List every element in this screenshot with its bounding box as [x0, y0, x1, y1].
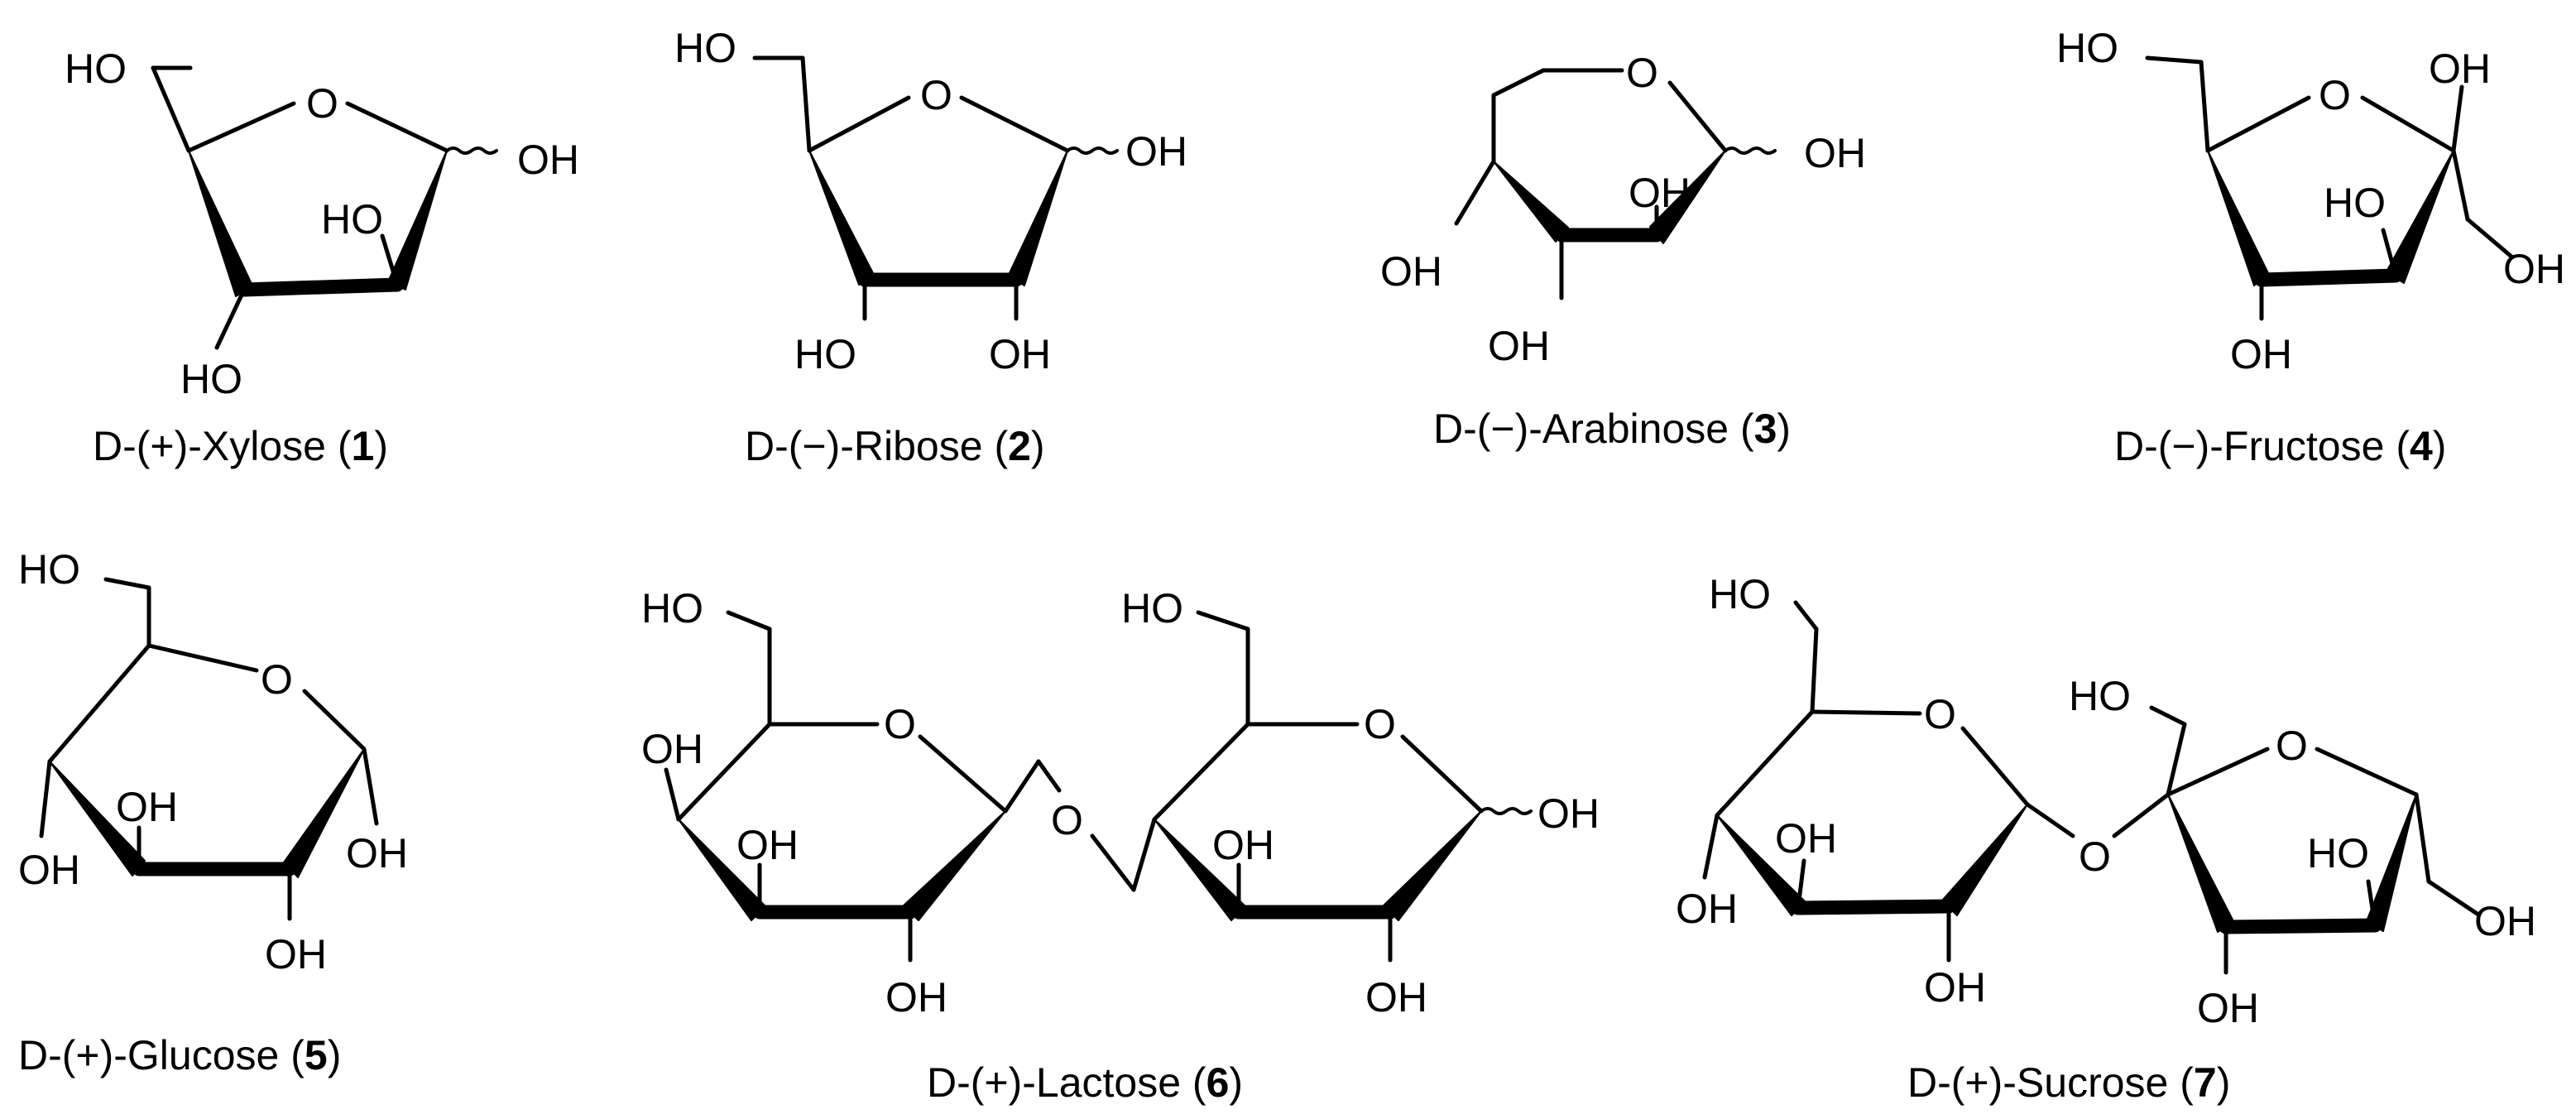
- hydroxyl-label: HO: [2307, 830, 2369, 876]
- ring-oxygen-label: O: [261, 656, 293, 703]
- ring-oxygen-label: O: [1924, 691, 1956, 737]
- hydroxyl-label: OH: [1804, 130, 1866, 176]
- structure-sucrose: HO O OH OH OH O HO O HO OH OH D-(+)-Sucr…: [1676, 571, 2536, 1106]
- hydroxyl-label: OH: [346, 830, 408, 876]
- compound-caption-2: D-(−)-Ribose (2): [745, 423, 1045, 469]
- compound-caption-6: D-(+)-Lactose (6): [927, 1059, 1243, 1106]
- hydroxyl-label: OH: [2474, 898, 2536, 944]
- hydroxyl-label: OH: [885, 974, 947, 1021]
- ring-oxygen-label: O: [306, 80, 338, 127]
- hydroxyl-label: OH: [1924, 964, 1986, 1011]
- hydroxyl-label: HO: [2069, 673, 2131, 719]
- hydroxyl-label: OH: [1380, 248, 1442, 295]
- hydroxyl-label: HO: [2324, 180, 2386, 226]
- structure-arabinose: O OH OH OH OH D-(−)-Arabinose (3): [1380, 50, 1866, 452]
- compound-caption-5: D-(+)-Glucose (5): [18, 1032, 341, 1078]
- hydroxyl-label: OH: [517, 137, 579, 183]
- ring-oxygen-label: O: [1364, 701, 1396, 747]
- structure-ribose: HO O OH HO OH D-(−)-Ribose (2): [674, 25, 1187, 469]
- hydroxyl-label: HO: [321, 196, 383, 243]
- hydroxyl-label: OH: [989, 331, 1051, 377]
- hydroxyl-label: OH: [18, 847, 80, 893]
- hydroxyl-label: OH: [1537, 790, 1600, 837]
- structure-glucose: HO O OH OH OH OH D-(+)-Glucose (5): [18, 546, 408, 1078]
- hydroxyl-label: OH: [2230, 331, 2292, 377]
- ring-oxygen-label: O: [1626, 50, 1658, 96]
- hydroxyl-label: HO: [674, 25, 736, 71]
- compound-caption-4: D-(−)-Fructose (4): [2114, 423, 2446, 469]
- hydroxyl-label: HO: [180, 356, 242, 402]
- hydroxyl-label: HO: [641, 585, 703, 632]
- hydroxyl-label: HO: [18, 546, 80, 593]
- hydroxyl-label: OH: [2429, 46, 2491, 92]
- hydroxyl-label: HO: [794, 331, 856, 377]
- compound-caption-1: D-(+)-Xylose (1): [93, 423, 388, 469]
- structure-xylose: HO O OH HO HO D-(+)-Xylose (1): [65, 46, 579, 469]
- hydroxyl-label: OH: [736, 822, 799, 868]
- structure-fructose: HO O OH HO OH OH D-(−)-Fructose (4): [2056, 25, 2565, 469]
- hydroxyl-label: OH: [116, 784, 178, 830]
- ring-oxygen-label: O: [884, 701, 916, 747]
- structure-lactose: HO O OH OH OH O HO O OH OH OH D-(+)-Lact…: [641, 585, 1600, 1106]
- ring-oxygen-label: O: [2276, 723, 2308, 769]
- hydroxyl-label: OH: [2197, 985, 2259, 1031]
- hydroxyl-label: OH: [1775, 815, 1837, 862]
- ring-oxygen-label: O: [2319, 72, 2351, 118]
- linker-oxygen-label: O: [2079, 833, 2111, 880]
- hydroxyl-label: OH: [1125, 128, 1187, 175]
- ring-oxygen-label: O: [920, 72, 952, 118]
- hydroxyl-label: HO: [1709, 571, 1771, 617]
- hydroxyl-label: HO: [65, 46, 127, 92]
- compound-caption-3: D-(−)-Arabinose (3): [1433, 406, 1791, 452]
- hydroxyl-label: OH: [1488, 323, 1550, 369]
- hydroxyl-label: OH: [1365, 974, 1427, 1021]
- hydroxyl-label: OH: [1212, 822, 1274, 868]
- linker-oxygen-label: O: [1051, 797, 1083, 843]
- hydroxyl-label: HO: [1121, 585, 1183, 632]
- hydroxyl-label: OH: [265, 931, 327, 977]
- hydroxyl-label: OH: [1676, 886, 1738, 932]
- hydroxyl-label: OH: [1629, 170, 1691, 216]
- hydroxyl-label: OH: [2503, 246, 2565, 292]
- hydroxyl-label: OH: [641, 726, 703, 772]
- compound-caption-7: D-(+)-Sucrose (7): [1907, 1059, 2230, 1106]
- hydroxyl-label: HO: [2056, 25, 2118, 71]
